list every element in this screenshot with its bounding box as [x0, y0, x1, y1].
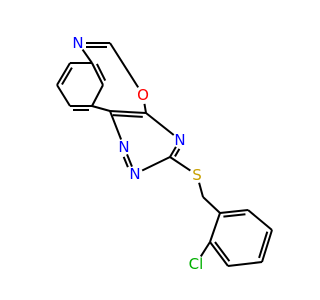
bond-benzo-6-inner	[96, 63, 107, 81]
bond-c-c-fused	[91, 105, 111, 112]
bond-c-n-imine	[81, 48, 93, 64]
bond-benzo-6	[91, 62, 104, 86]
bond-c-o	[109, 42, 140, 88]
bond-s-ch2	[198, 182, 204, 198]
bond-triazine-1	[109, 110, 147, 114]
bond-ch2-ring	[202, 196, 221, 214]
bond-triazine-1-inner	[112, 114, 143, 118]
bond-benzene-3	[227, 261, 263, 267]
bond-benzene-1	[209, 212, 221, 243]
bond-triazine-3	[169, 146, 177, 158]
bond-triazine-3-inner	[174, 148, 181, 157]
bond-triazine-5-inner	[122, 156, 129, 168]
chemical-structure-diagram: N O N N N S Cl	[56, 34, 273, 273]
atom-nitrogen-triazine-left: N	[118, 138, 129, 156]
atom-nitrogen-imine: N	[72, 34, 83, 52]
bond-c-cl	[199, 241, 211, 257]
bond-benzene-4	[261, 229, 273, 263]
atom-nitrogen-triazine-lower: N	[129, 165, 140, 183]
atom-nitrogen-triazine-upper: N	[174, 131, 185, 149]
bond-triazine-2	[145, 112, 175, 136]
bond-benzo-5	[91, 84, 104, 107]
bond-benzene-6	[219, 209, 249, 214]
bond-benzo-2	[56, 62, 71, 86]
bond-benzo-2-inner	[61, 67, 73, 85]
bond-benzene-6-inner	[223, 213, 246, 218]
bond-benzene-2-inner	[214, 241, 231, 262]
bond-benzene-2	[209, 241, 229, 267]
atom-sulfur-thioether: S	[192, 166, 202, 184]
atom-oxygen-ring: O	[137, 86, 149, 104]
atom-chlorine: Cl	[189, 255, 204, 273]
bond-c-s	[169, 156, 191, 172]
bond-benzene-5	[247, 209, 273, 231]
bond-triazine-4	[141, 156, 171, 172]
bond-benzene-4-inner	[258, 231, 269, 259]
bond-triazine-6	[109, 110, 123, 140]
bond-triazine-5	[126, 154, 133, 167]
bond-benzo-3	[56, 84, 71, 107]
bond-layer	[56, 42, 273, 267]
bond-o-c	[143, 103, 147, 114]
